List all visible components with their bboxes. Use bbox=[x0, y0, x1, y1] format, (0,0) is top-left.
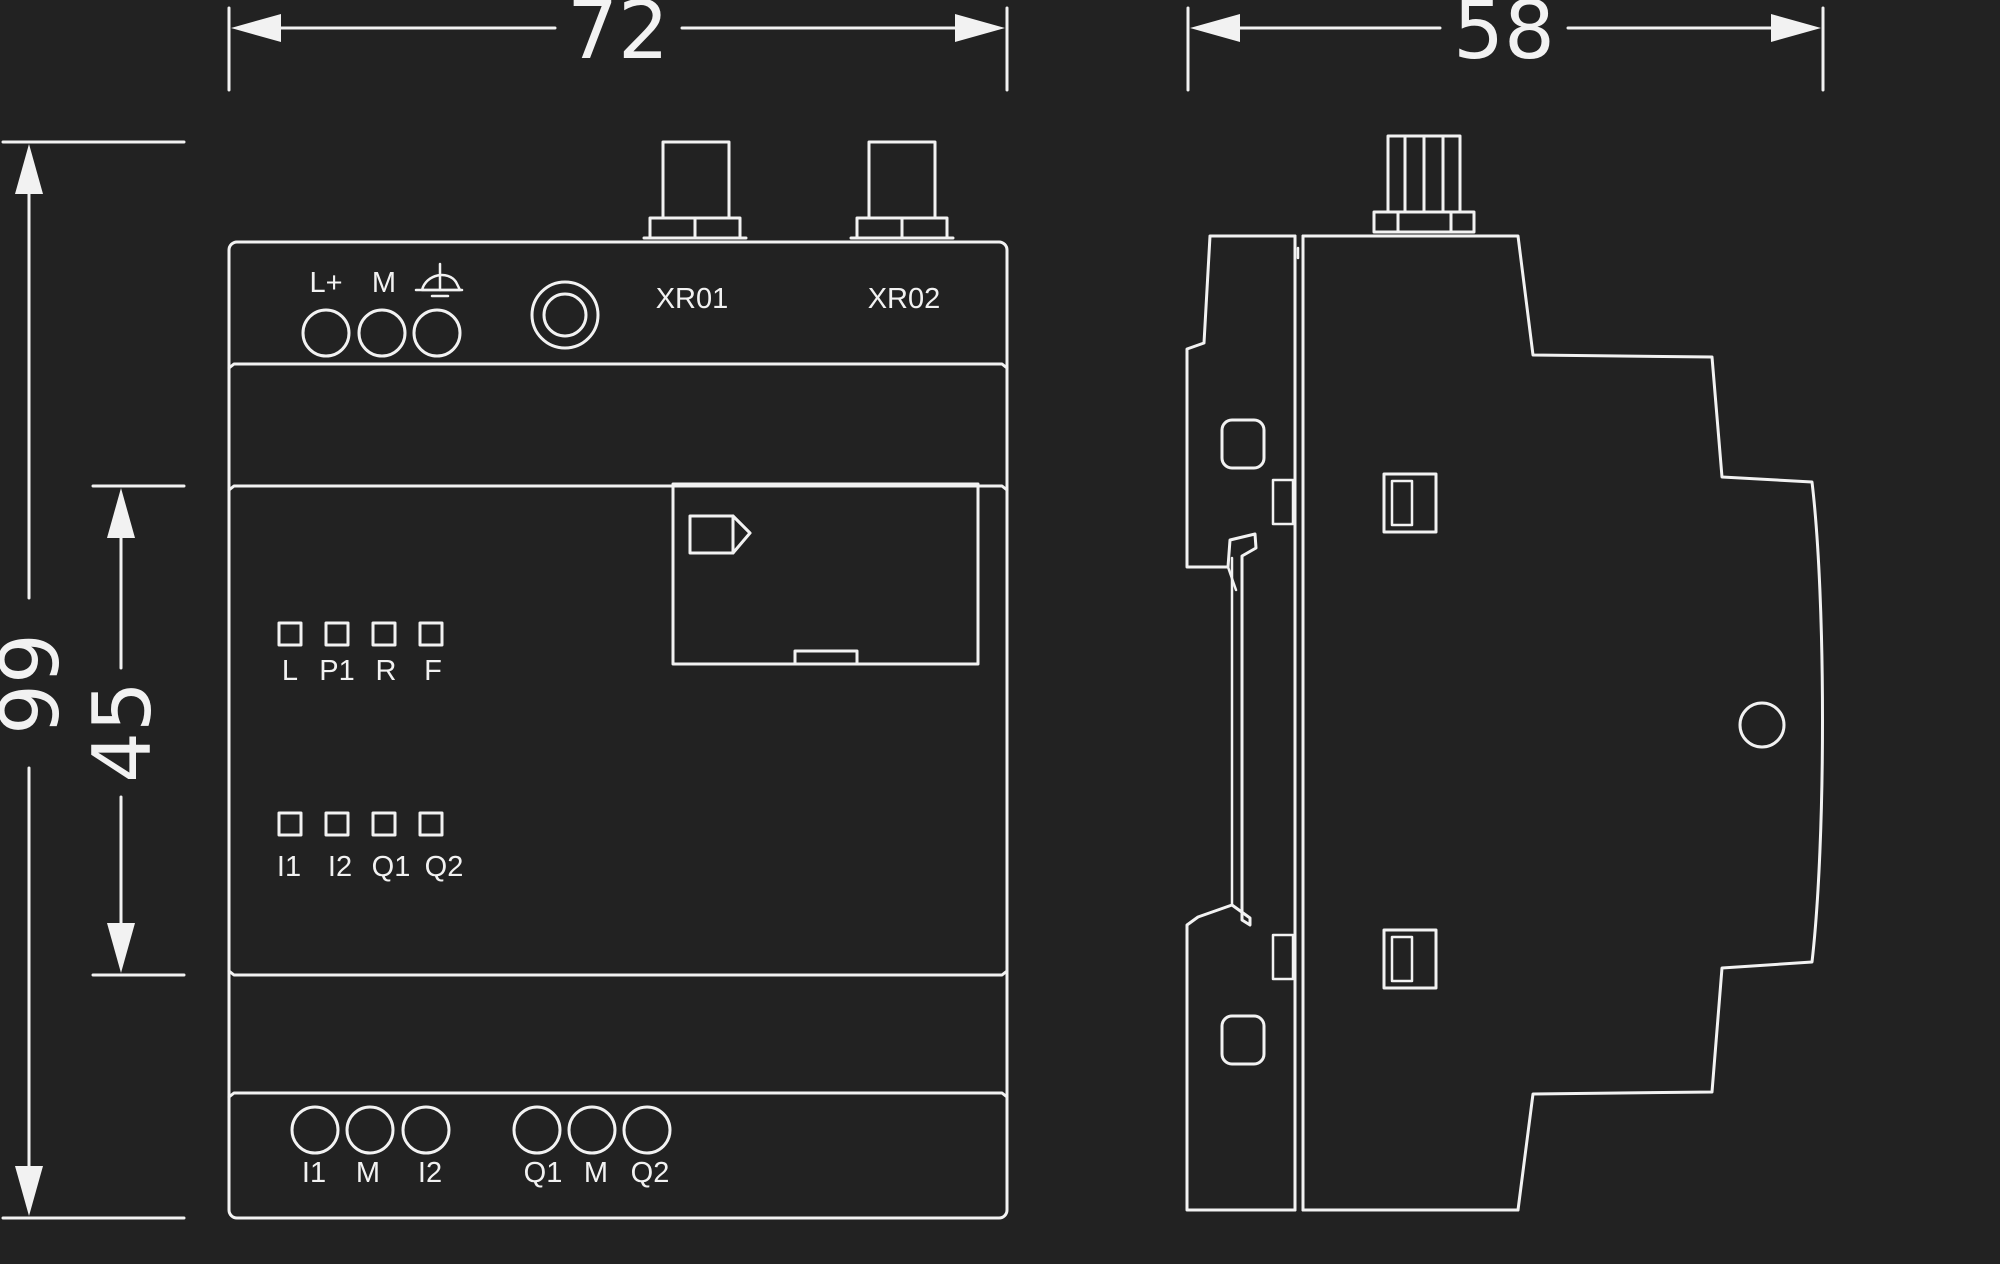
din-clip-profile bbox=[1185, 234, 1297, 1212]
led-indicator bbox=[324, 621, 350, 647]
dimension-label-99: 99 bbox=[0, 633, 77, 735]
terminal-screw bbox=[401, 1105, 451, 1155]
led-indicator bbox=[371, 811, 397, 837]
dimension-label-58: 58 bbox=[1453, 0, 1555, 77]
arrowhead-down bbox=[107, 923, 135, 973]
terminal-screw bbox=[290, 1105, 340, 1155]
terminal-label: I1 bbox=[302, 1157, 326, 1189]
led-indicator bbox=[277, 621, 303, 647]
led-indicator bbox=[418, 811, 444, 837]
led-label: Q1 bbox=[372, 851, 411, 883]
led-label: Q2 bbox=[425, 851, 464, 883]
antenna-connector-side bbox=[1368, 134, 1480, 238]
led-label: L bbox=[282, 655, 298, 687]
side-view bbox=[1185, 134, 1824, 1212]
terminal-label-lplus: L+ bbox=[309, 267, 342, 299]
led-label: I1 bbox=[277, 851, 301, 883]
terminal-screw bbox=[512, 1105, 562, 1155]
arrowhead-down bbox=[15, 1166, 43, 1216]
terminal-label-m: M bbox=[372, 267, 396, 299]
front-view: XR01 XR02 L+ M bbox=[227, 140, 1009, 1220]
dimension-width-front: 72 bbox=[227, 0, 1009, 92]
dimension-label-72: 72 bbox=[567, 0, 669, 77]
antenna-label-xr01: XR01 bbox=[656, 283, 729, 315]
status-led-group: L P1 R F bbox=[277, 621, 444, 687]
terminal-label: Q1 bbox=[524, 1157, 563, 1189]
dimension-width-side: 58 bbox=[1186, 0, 1825, 92]
slot-cover bbox=[671, 482, 980, 666]
bottom-terminal-group: I1 M I2 Q1 M Q2 bbox=[290, 1105, 672, 1189]
terminal-screw bbox=[567, 1105, 617, 1155]
housing-outline bbox=[227, 240, 1009, 1220]
spine-notch bbox=[1271, 478, 1295, 526]
terminal-label: I2 bbox=[418, 1157, 442, 1189]
mounting-hole bbox=[1738, 701, 1786, 749]
terminal-label: M bbox=[584, 1157, 608, 1189]
dimension-height-rail: 45 bbox=[76, 484, 186, 977]
arrowhead-up bbox=[107, 488, 135, 538]
arrowhead-up bbox=[15, 144, 43, 194]
terminal-screw-lplus bbox=[301, 308, 351, 358]
led-label: R bbox=[376, 655, 397, 687]
terminal-label: M bbox=[356, 1157, 380, 1189]
dimension-label-45: 45 bbox=[76, 681, 169, 783]
antenna-connector-xr01 bbox=[642, 140, 748, 240]
led-label: I2 bbox=[328, 851, 352, 883]
arrowhead-left bbox=[231, 14, 281, 42]
terminal-screw bbox=[622, 1105, 672, 1155]
terminal-screw-m bbox=[357, 308, 407, 358]
arrowhead-right bbox=[955, 14, 1005, 42]
clip-slot bbox=[1220, 418, 1266, 470]
antenna-label-xr02: XR02 bbox=[868, 283, 941, 315]
ground-symbol-icon bbox=[414, 262, 464, 298]
latch-window bbox=[1382, 472, 1438, 534]
antenna-connector-xr02 bbox=[849, 140, 955, 240]
led-indicator bbox=[324, 811, 350, 837]
led-indicator bbox=[277, 811, 303, 837]
terminal-screw bbox=[345, 1105, 395, 1155]
led-label: P1 bbox=[319, 655, 354, 687]
clip-slot bbox=[1220, 1014, 1266, 1066]
housing-side-profile bbox=[1301, 234, 1824, 1212]
terminal-label: Q2 bbox=[631, 1157, 670, 1189]
led-indicator bbox=[371, 621, 397, 647]
terminal-screw-ground bbox=[412, 308, 462, 358]
push-button-icon bbox=[530, 280, 600, 350]
led-label: F bbox=[424, 655, 442, 687]
led-indicator bbox=[418, 621, 444, 647]
arrowhead-right bbox=[1771, 14, 1821, 42]
io-led-group: I1 I2 Q1 Q2 bbox=[277, 811, 464, 883]
dimension-height-total: 99 bbox=[0, 140, 186, 1220]
arrowhead-left bbox=[1190, 14, 1240, 42]
spine-notch bbox=[1271, 933, 1295, 981]
latch-window bbox=[1382, 928, 1438, 990]
